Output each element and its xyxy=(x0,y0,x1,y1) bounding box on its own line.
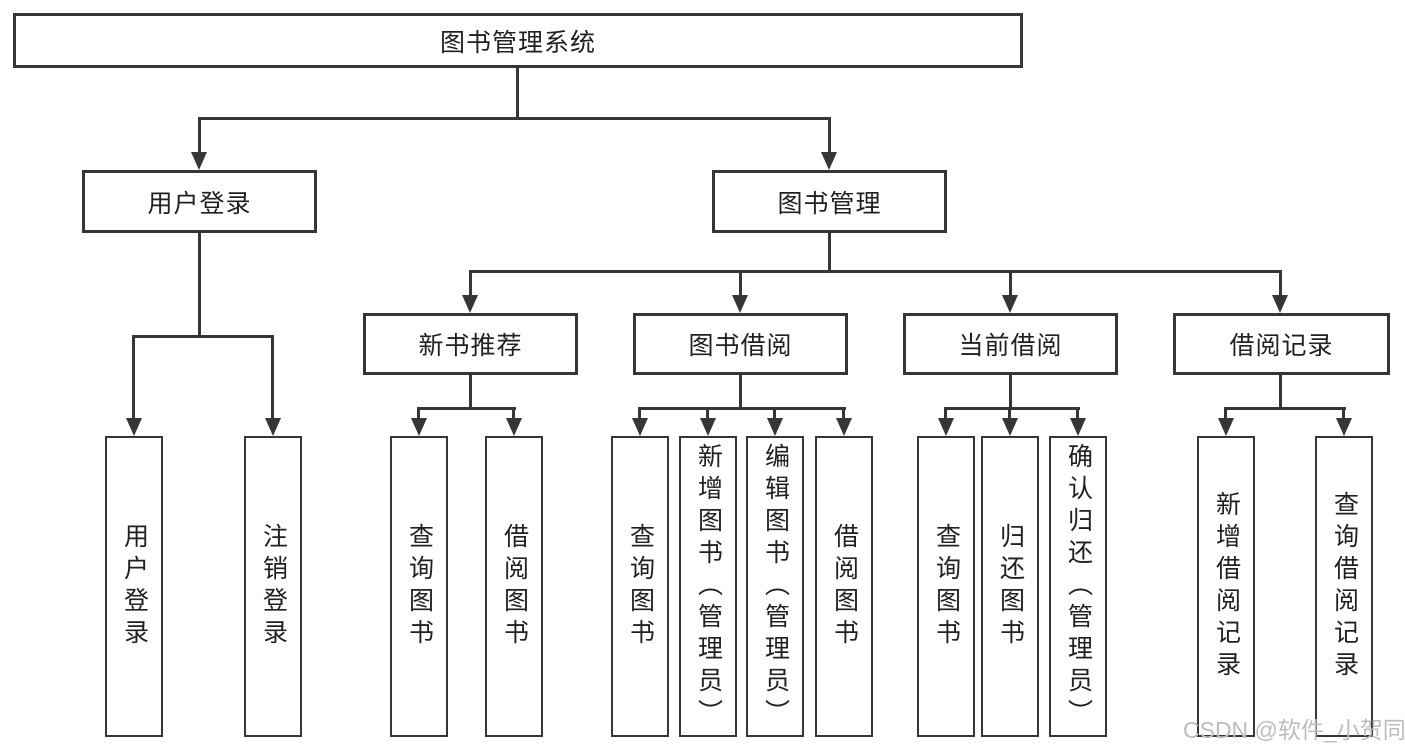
arrow-down-icon xyxy=(265,418,281,436)
connector-line xyxy=(198,117,201,152)
node-borrow-records-label: 借阅记录 xyxy=(1229,332,1334,360)
connector-line xyxy=(469,270,472,297)
leaf-recommend-borrow-books-label: 借阅图书 xyxy=(500,522,529,651)
connector-line xyxy=(706,407,709,418)
node-borrow-records: 借阅记录 xyxy=(1173,313,1390,375)
node-new-book-recommend: 新书推荐 xyxy=(363,313,578,375)
arrow-down-icon xyxy=(821,152,837,170)
arrow-down-icon xyxy=(767,418,783,436)
leaf-query-borrow-record: 查询借阅记录 xyxy=(1315,436,1373,737)
connector-line xyxy=(516,68,519,120)
connector-line xyxy=(132,335,274,338)
connector-line xyxy=(132,335,135,418)
connector-line xyxy=(469,270,1282,273)
connector-line xyxy=(638,407,846,410)
arrow-down-icon xyxy=(632,418,648,436)
connector-line xyxy=(1009,375,1012,409)
leaf-query-borrow-record-label: 查询借阅记录 xyxy=(1330,490,1359,683)
leaf-confirm-return-admin-label: 确认归还（管理员） xyxy=(1064,442,1093,731)
connector-line xyxy=(1279,375,1282,409)
csdn-watermark: CSDN @软件_小贺同学 xyxy=(1183,717,1405,743)
leaf-add-books-admin: 新增图书（管理员） xyxy=(679,436,737,737)
arrow-down-icon xyxy=(732,295,748,313)
connector-line xyxy=(271,335,274,418)
leaf-logout: 注销登录 xyxy=(244,436,302,737)
arrow-down-icon xyxy=(1002,295,1018,313)
connector-line xyxy=(1224,407,1227,418)
node-new-book-recommend-label: 新书推荐 xyxy=(418,332,523,360)
leaf-add-books-admin-label: 新增图书（管理员） xyxy=(694,442,723,731)
connector-line xyxy=(469,375,472,409)
arrow-down-icon xyxy=(126,418,142,436)
leaf-logout-label: 注销登录 xyxy=(259,522,288,651)
arrow-down-icon xyxy=(1070,418,1086,436)
connector-line xyxy=(417,407,420,418)
connector-line xyxy=(1342,407,1345,418)
leaf-borrow-books-label: 借阅图书 xyxy=(830,522,859,651)
arrow-down-icon xyxy=(191,152,207,170)
leaf-user-login: 用户登录 xyxy=(105,436,163,737)
arrow-down-icon xyxy=(700,418,716,436)
arrow-down-icon xyxy=(1218,418,1234,436)
connector-line xyxy=(842,407,845,418)
arrow-down-icon xyxy=(506,418,522,436)
connector-line xyxy=(828,117,831,152)
node-user-login-label: 用户登录 xyxy=(147,189,252,218)
connector-line xyxy=(1224,407,1346,410)
connector-line xyxy=(773,407,776,418)
node-book-borrow: 图书借阅 xyxy=(633,313,848,375)
connector-line xyxy=(1076,407,1079,418)
connector-line xyxy=(1009,270,1012,297)
connector-line xyxy=(944,407,1080,410)
arrow-down-icon xyxy=(1336,418,1352,436)
node-current-borrow-label: 当前借阅 xyxy=(958,332,1063,360)
leaf-recommend-query-books: 查询图书 xyxy=(390,436,448,737)
node-book-management: 图书管理 xyxy=(712,170,947,233)
leaf-return-books-label: 归还图书 xyxy=(996,522,1025,651)
connector-line xyxy=(739,375,742,409)
connector-line xyxy=(417,407,516,410)
leaf-borrow-query-books: 查询图书 xyxy=(611,436,669,737)
node-user-login: 用户登录 xyxy=(82,170,317,233)
arrow-down-icon xyxy=(836,418,852,436)
connector-line xyxy=(828,233,831,272)
connector-line xyxy=(198,117,831,120)
node-book-borrow-label: 图书借阅 xyxy=(688,332,793,360)
connector-line xyxy=(638,407,641,418)
connector-line xyxy=(1279,270,1282,297)
connector-line xyxy=(944,407,947,418)
arrow-down-icon xyxy=(938,418,954,436)
arrow-down-icon xyxy=(411,418,427,436)
leaf-recommend-query-books-label: 查询图书 xyxy=(405,522,434,651)
leaf-user-login-label: 用户登录 xyxy=(120,522,149,651)
node-root: 图书管理系统 xyxy=(13,13,1023,68)
arrow-down-icon xyxy=(1002,418,1018,436)
leaf-confirm-return-admin: 确认归还（管理员） xyxy=(1049,436,1107,737)
leaf-add-borrow-record: 新增借阅记录 xyxy=(1197,436,1255,737)
leaf-return-books: 归还图书 xyxy=(981,436,1039,737)
connector-line xyxy=(512,407,515,418)
leaf-recommend-borrow-books: 借阅图书 xyxy=(485,436,543,737)
leaf-borrow-query-books-label: 查询图书 xyxy=(626,522,655,651)
connector-line xyxy=(1008,407,1011,418)
connector-line xyxy=(739,270,742,297)
leaf-borrow-books: 借阅图书 xyxy=(815,436,873,737)
arrow-down-icon xyxy=(462,295,478,313)
node-current-borrow: 当前借阅 xyxy=(903,313,1118,375)
leaf-current-query-books-label: 查询图书 xyxy=(932,522,961,651)
connector-line xyxy=(198,233,201,338)
arrow-down-icon xyxy=(1272,295,1288,313)
leaf-edit-books-admin: 编辑图书（管理员） xyxy=(746,436,804,737)
node-root-label: 图书管理系统 xyxy=(439,28,596,57)
leaf-current-query-books: 查询图书 xyxy=(917,436,975,737)
leaf-add-borrow-record-label: 新增借阅记录 xyxy=(1212,490,1241,683)
leaf-edit-books-admin-label: 编辑图书（管理员） xyxy=(761,442,790,731)
node-book-management-label: 图书管理 xyxy=(777,189,882,218)
